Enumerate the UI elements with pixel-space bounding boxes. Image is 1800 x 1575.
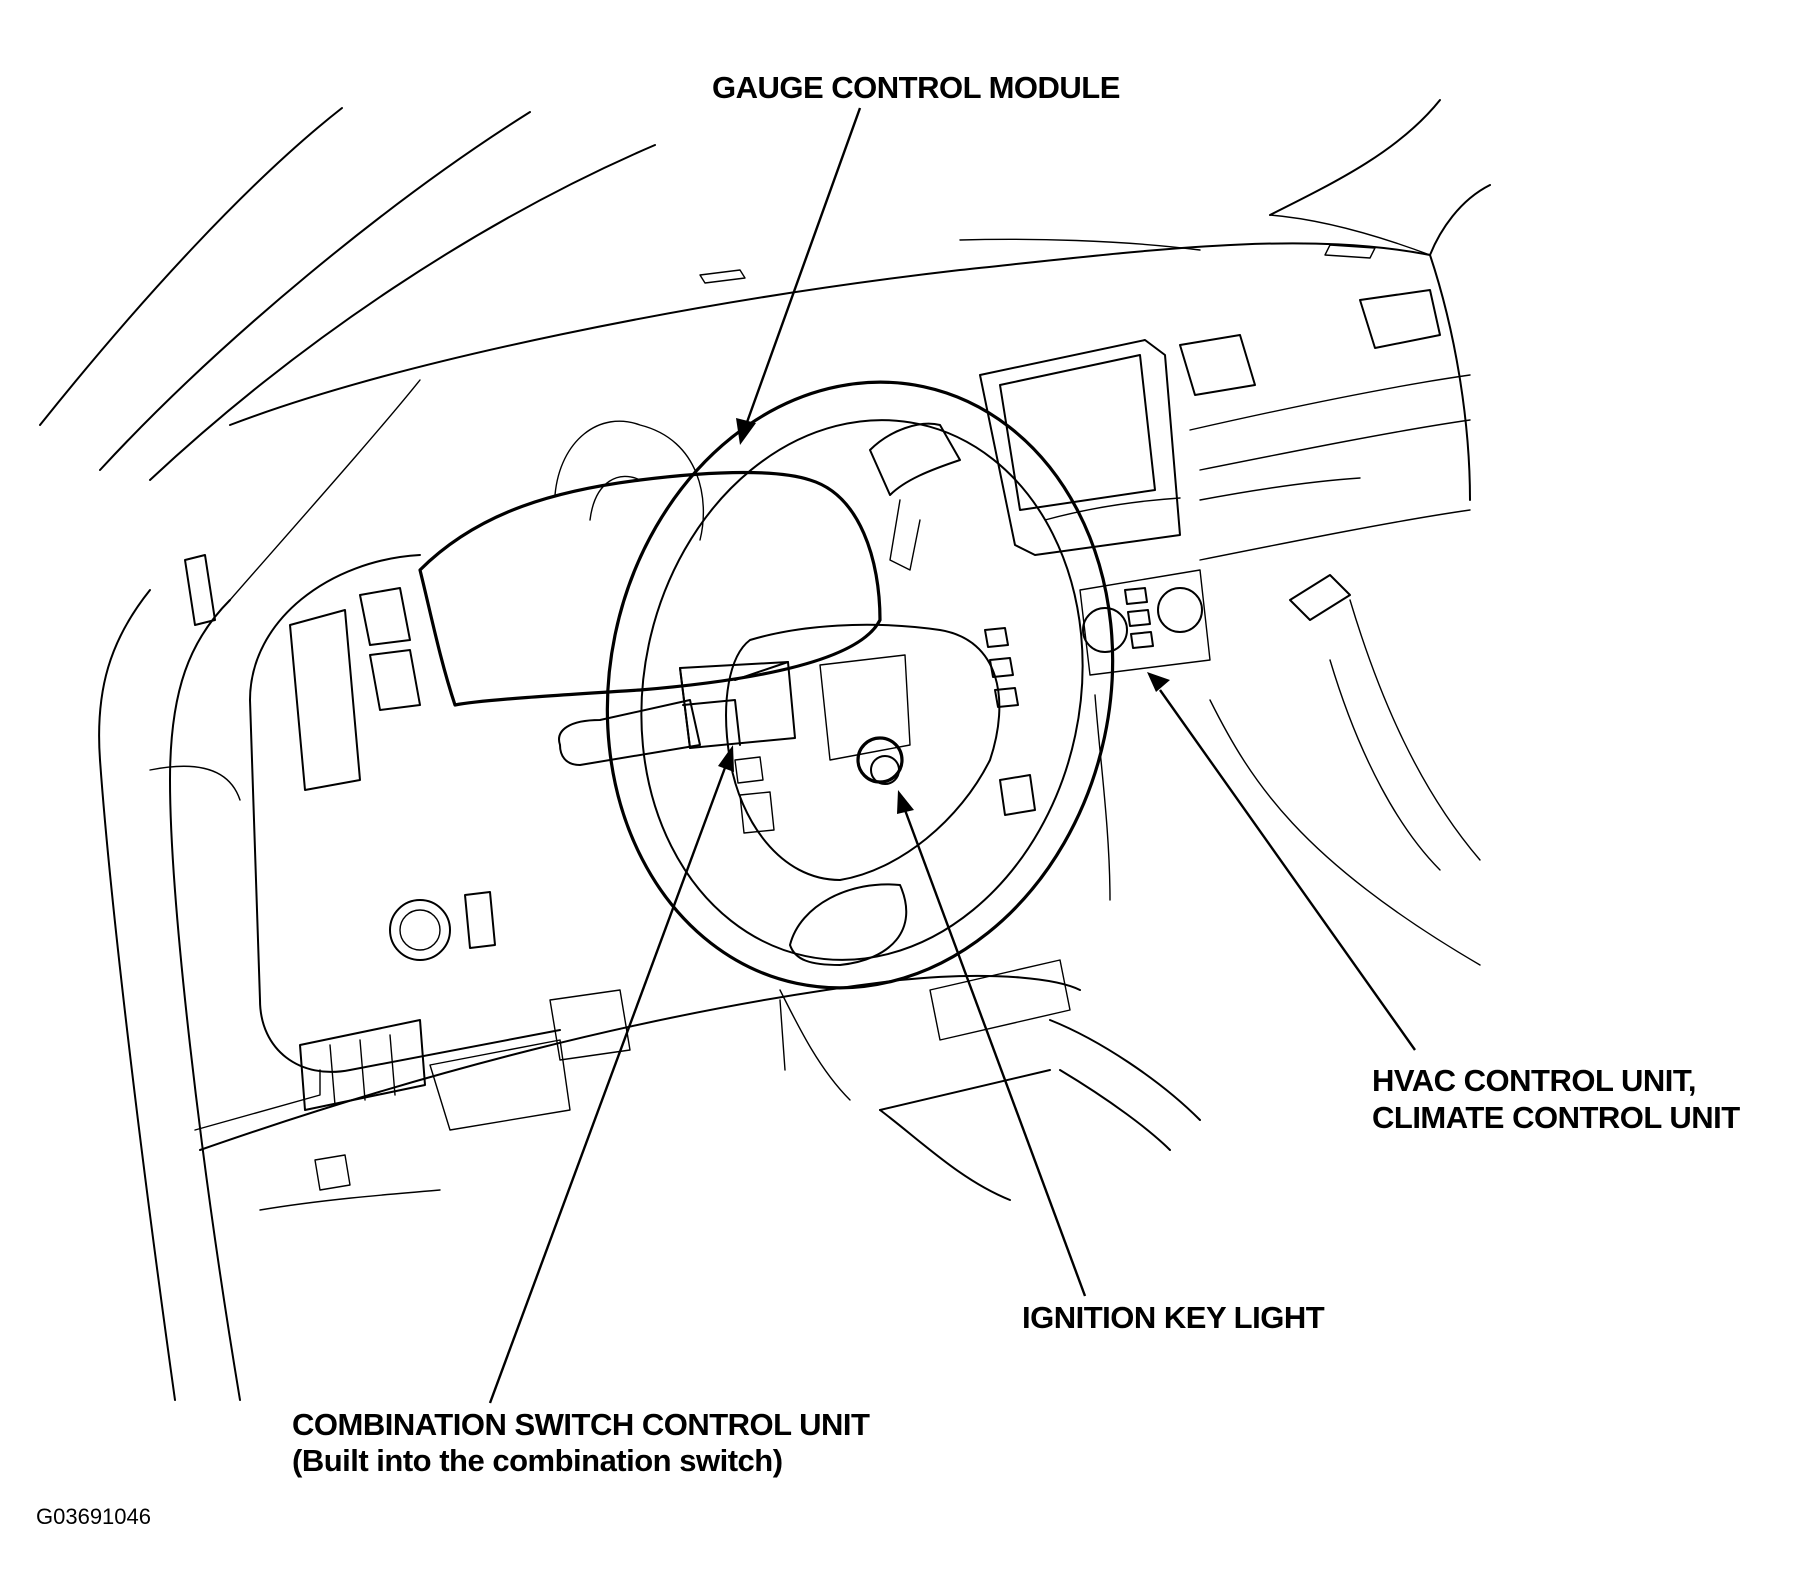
center-stack xyxy=(979,339,1211,901)
label-combination-switch-control-unit: COMBINATION SWITCH CONTROL UNIT xyxy=(292,1407,870,1442)
driver-side-panel xyxy=(149,554,631,1211)
lower-dash xyxy=(199,959,1201,1201)
label-ignition-key-light: IGNITION KEY LIGHT xyxy=(1022,1300,1325,1335)
passenger-side-panel xyxy=(1179,289,1481,966)
figure-id: G03691046 xyxy=(36,1504,151,1529)
label-climate-control-unit: CLIMATE CONTROL UNIT xyxy=(1372,1100,1740,1135)
dashboard-top xyxy=(229,99,1491,501)
label-combination-switch-note: (Built into the combination switch) xyxy=(292,1443,783,1478)
steering-column xyxy=(558,422,961,834)
leader-lines xyxy=(488,107,1416,1404)
label-hvac-control-unit: HVAC CONTROL UNIT, xyxy=(1372,1063,1696,1098)
steering-wheel xyxy=(605,380,1115,990)
instrument-cluster xyxy=(418,420,882,707)
label-gauge-control-module: GAUGE CONTROL MODULE xyxy=(712,70,1120,105)
a-pillar-lines xyxy=(39,107,656,1401)
